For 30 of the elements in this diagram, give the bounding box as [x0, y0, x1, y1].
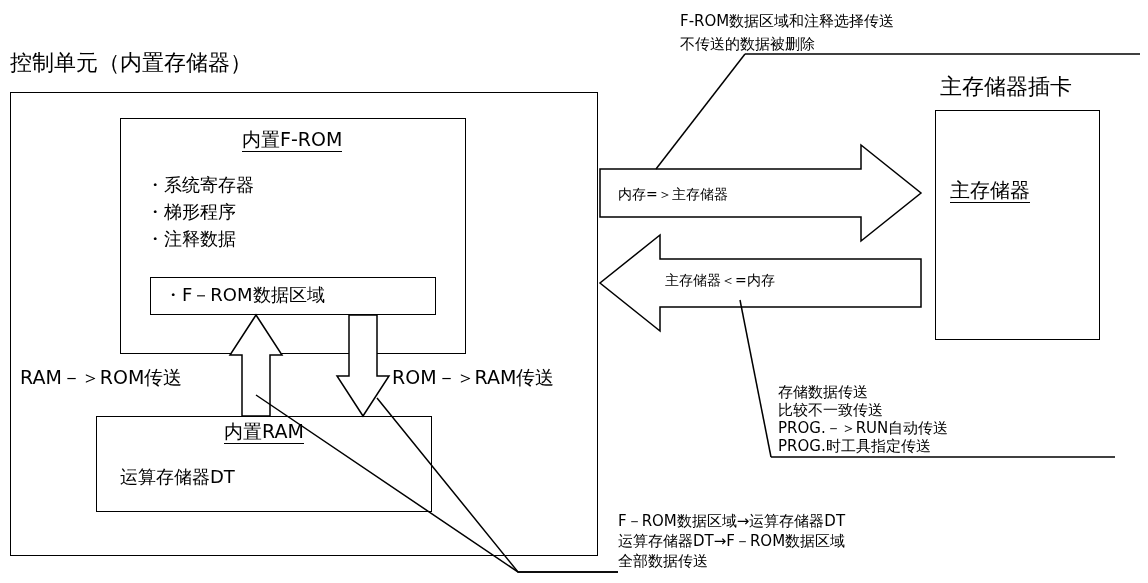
hollow-arrow — [335, 314, 391, 418]
box-text: ・F－ROM数据区域 — [164, 284, 325, 306]
leader-line — [739, 299, 772, 458]
box-heading: 主存储器 — [950, 178, 1030, 203]
edge-label: 主存储器＜=内存 — [665, 272, 775, 289]
edge-label: 内存=＞主存储器 — [618, 186, 728, 203]
note-text: 运算存储器DT→F－ROM数据区域 — [618, 532, 846, 550]
note-text: F-ROM数据区域和注释选择传送 — [680, 12, 895, 30]
list-item: ・梯形程序 — [146, 201, 236, 223]
note-text: 存储数据传送 — [778, 383, 868, 401]
edge-label: ROM－＞RAM传送 — [392, 366, 555, 389]
note-text: 比较不一致传送 — [778, 401, 883, 419]
list-item: ・注释数据 — [146, 228, 236, 250]
note-text: 全部数据传送 — [618, 552, 708, 570]
hollow-arrow — [599, 143, 923, 243]
box-text: 运算存储器DT — [120, 466, 235, 488]
leader-line — [655, 53, 746, 170]
note-text: PROG.－＞RUN自动传送 — [778, 419, 949, 437]
leader-line — [376, 397, 619, 573]
hollow-arrow — [228, 313, 284, 417]
unit-heading: 控制单元（内置存储器） — [10, 50, 252, 77]
list-item: ・系统寄存器 — [146, 174, 254, 196]
note-text: 不传送的数据被删除 — [680, 35, 815, 53]
note-text: PROG.时工具指定传送 — [778, 437, 931, 455]
card-heading: 主存储器插卡 — [940, 74, 1072, 101]
note-text: F－ROM数据区域→运算存储器DT — [618, 512, 846, 530]
hollow-arrow — [598, 233, 922, 333]
edge-label: RAM－＞ROM传送 — [20, 366, 183, 389]
box-heading: 内置F-ROM — [242, 128, 343, 152]
box-heading: 内置RAM — [224, 420, 304, 444]
